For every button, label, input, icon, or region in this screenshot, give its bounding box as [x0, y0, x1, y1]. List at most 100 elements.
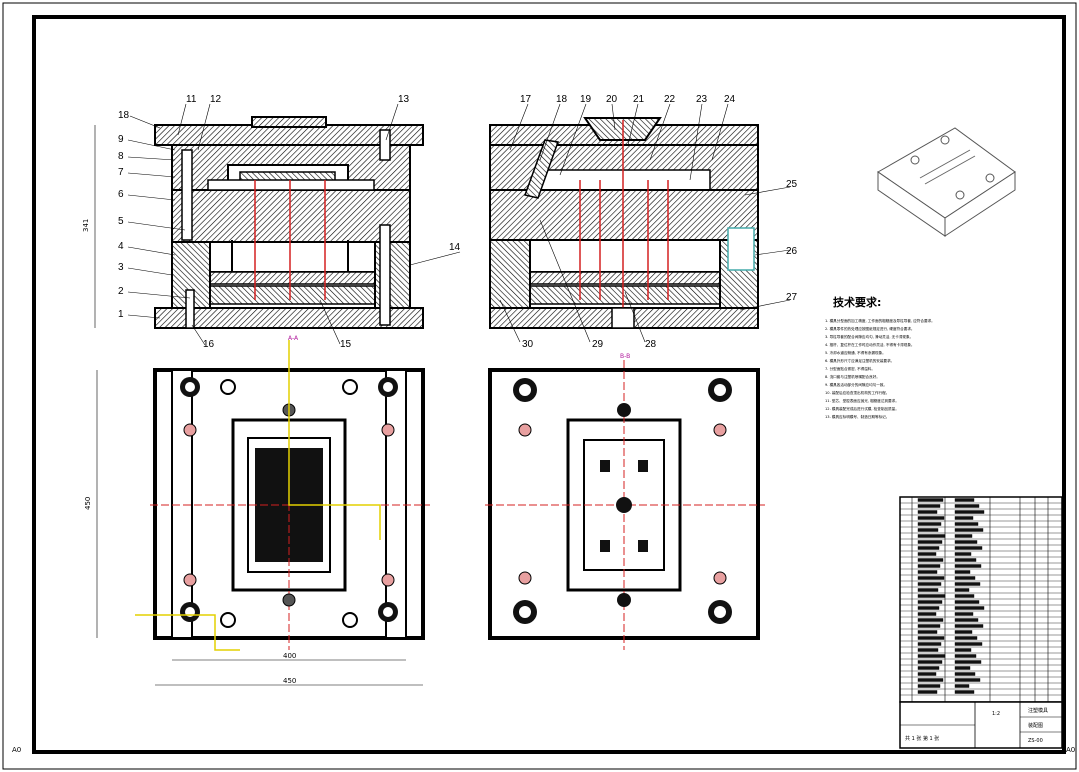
section-mark-aa: A-A: [288, 335, 299, 342]
parts-list-entry: [954, 618, 979, 622]
svg-text:10. 装配后应检查顶出机构的工作行程。: 10. 装配后应检查顶出机构的工作行程。: [825, 390, 889, 395]
svg-text:22: 22: [664, 94, 676, 105]
svg-text:12. 模具装配完成后进行试模, 检查制品质量。: 12. 模具装配完成后进行试模, 检查制品质量。: [825, 406, 899, 411]
svg-text:8. 浇口套与注塑机喷嘴配合良好。: 8. 浇口套与注塑机喷嘴配合良好。: [825, 374, 880, 379]
parts-list-entry: [917, 642, 942, 646]
parts-list-entry: [917, 636, 945, 640]
parts-list-entry: [917, 552, 937, 556]
parts-list-entry: [917, 684, 941, 688]
plan-height-dimension: 450: [84, 497, 92, 510]
svg-text:20: 20: [606, 94, 618, 105]
svg-text:6: 6: [118, 189, 124, 200]
main-section-labels: 18 11 12 13 9 8 7 6 5 4 3 2 1 14 16 15: [118, 94, 461, 350]
parts-list-entry: [954, 606, 985, 610]
svg-text:4: 4: [118, 241, 124, 252]
parts-list-entry: [954, 636, 978, 640]
parts-list-entry: [917, 648, 939, 652]
parts-list-entry: [954, 582, 981, 586]
svg-text:7. 分型面贴合紧密, 不得溢料。: 7. 分型面贴合紧密, 不得溢料。: [825, 366, 875, 371]
parts-list-entry: [917, 678, 944, 682]
parts-list-entry: [917, 516, 945, 520]
svg-text:7: 7: [118, 167, 124, 178]
parts-list-entry: [954, 510, 985, 514]
parts-list-entry: [917, 690, 938, 694]
svg-text:3: 3: [118, 262, 124, 273]
svg-text:11. 型芯、型腔表面应抛光, 粗糙度达到要求。: 11. 型芯、型腔表面应抛光, 粗糙度达到要求。: [825, 398, 899, 403]
svg-text:18: 18: [556, 94, 568, 105]
svg-text:13: 13: [398, 94, 410, 105]
parts-list-entry: [954, 612, 974, 616]
title-drawing-name: 注塑模具: [1028, 707, 1048, 714]
side-section-view: [489, 117, 759, 329]
parts-list-entry: [917, 666, 940, 670]
parts-list-entry: [917, 624, 941, 628]
parts-list-entry: [917, 546, 940, 550]
parts-list-entry: [917, 576, 945, 580]
parts-list-entry: [917, 606, 940, 610]
svg-text:17: 17: [520, 94, 532, 105]
parts-list-entry: [954, 672, 976, 676]
title-drawing-sub: 装配图: [1028, 722, 1043, 729]
svg-text:15: 15: [340, 339, 352, 350]
svg-text:29: 29: [592, 339, 604, 350]
parts-list-entry: [954, 600, 980, 604]
svg-text:21: 21: [633, 94, 645, 105]
parts-list-entry: [954, 570, 971, 574]
parts-list-entry: [917, 522, 942, 526]
parts-list-entry: [917, 660, 943, 664]
main-section-view: 3 4 1: [82, 116, 424, 329]
title-drawing-no: ZS-00: [1028, 738, 1043, 744]
parts-list-entry: [917, 504, 941, 508]
parts-list-entry: [954, 594, 975, 598]
parts-list-entry: [954, 546, 983, 550]
parts-list-entry: [917, 672, 937, 676]
parts-list-entry: [954, 516, 974, 520]
parts-list-entry: [954, 654, 977, 658]
parts-list-entry: [954, 534, 973, 538]
parts-list-entry: [954, 540, 978, 544]
sheet-size-mark-left: A0: [12, 746, 21, 754]
svg-text:1: 1: [118, 309, 124, 320]
svg-text:26: 26: [786, 246, 798, 257]
parts-list-entry: [954, 684, 970, 688]
technical-requirements: 技术要求: 1. 模具分型面的加工精度, 工作面的粗糙度及导柱导套, 应符合要求…: [825, 295, 935, 419]
svg-text:11: 11: [186, 94, 197, 105]
inner-frame: [32, 15, 1066, 754]
parts-list-entry: [954, 624, 984, 628]
svg-text:14: 14: [449, 242, 461, 253]
svg-text:9. 模具各活动部分的间隙应均匀一致。: 9. 模具各活动部分的间隙应均匀一致。: [825, 382, 887, 387]
parts-list-entry: [917, 540, 943, 544]
inner-width-dimension: 400: [283, 652, 296, 660]
svg-text:2: 2: [118, 286, 124, 297]
fixed-half-plan-view: A-A 450 400 450: [84, 335, 430, 686]
title-block: 1:2 注塑模具 装配图 ZS-00 共 1 张 第 1 张: [899, 701, 1063, 749]
parts-list-entry: [954, 522, 979, 526]
parts-list-entry: [917, 618, 944, 622]
svg-text:12: 12: [210, 94, 222, 105]
svg-text:28: 28: [645, 339, 657, 350]
title-scale: 1:2: [992, 711, 1000, 717]
svg-text:5: 5: [118, 216, 124, 227]
svg-text:24: 24: [724, 94, 736, 105]
svg-text:18: 18: [118, 110, 130, 121]
parts-list-entry: [917, 498, 944, 502]
parts-list-entry: [954, 648, 972, 652]
product-isometric-view: [877, 127, 1016, 237]
parts-list-entry: [954, 678, 981, 682]
svg-text:3. 导柱导套的配合间隙应均匀, 滑动灵活, 无卡滞现象。: 3. 导柱导套的配合间隙应均匀, 滑动灵活, 无卡滞现象。: [825, 334, 913, 339]
svg-text:27: 27: [786, 292, 798, 303]
parts-list-entry: [954, 630, 973, 634]
svg-text:25: 25: [786, 179, 798, 190]
svg-text:16: 16: [203, 339, 215, 350]
parts-list-entry: [954, 552, 972, 556]
parts-list-entry: [954, 666, 971, 670]
section-mark-bb: B-B: [620, 353, 630, 360]
parts-list-entry: [917, 594, 946, 598]
svg-text:6. 模具外形尺寸应满足注塑机的安装要求。: 6. 模具外形尺寸应满足注塑机的安装要求。: [825, 358, 894, 363]
parts-list-entry: [954, 660, 982, 664]
svg-text:2. 模具零件的热处理应按图纸规定进行, 硬度符合要求。: 2. 模具零件的热处理应按图纸规定进行, 硬度符合要求。: [825, 326, 915, 331]
title-sheets: 共 1 张 第 1 张: [905, 735, 939, 742]
parts-list-entry: [954, 564, 982, 568]
outer-width-dimension: 450: [283, 677, 296, 685]
